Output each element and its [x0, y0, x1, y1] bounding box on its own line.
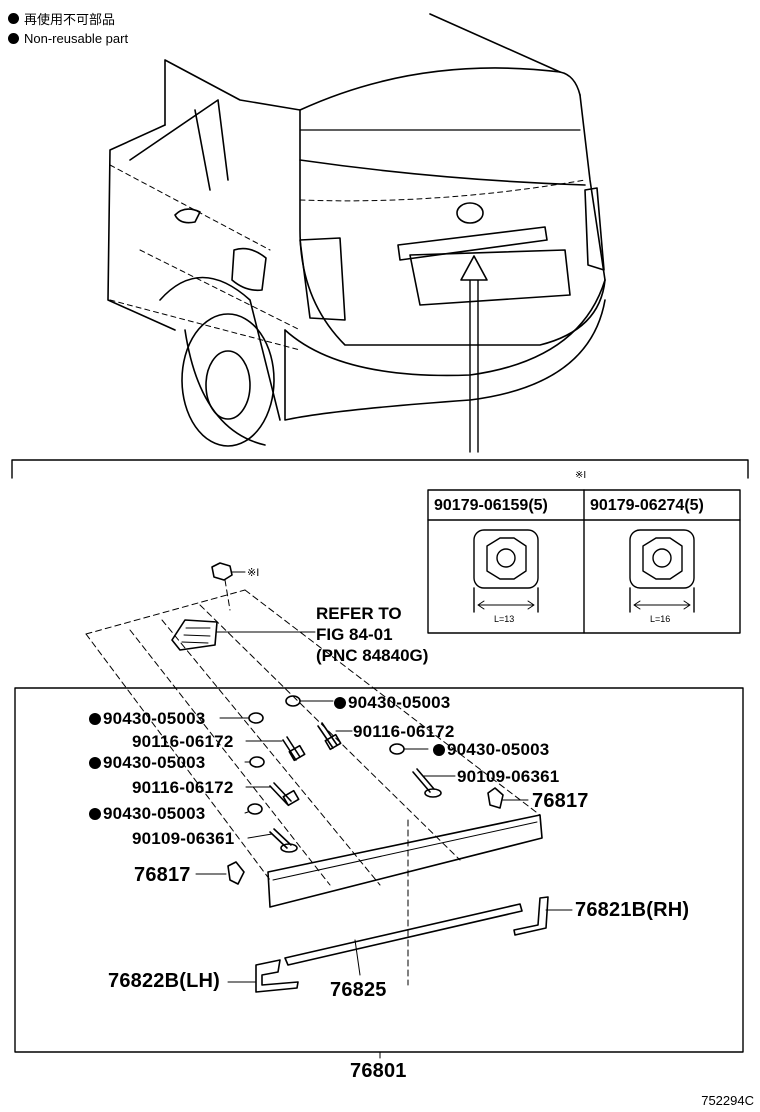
assembly-box — [14, 687, 744, 1053]
part-label-90116-06172[interactable]: 90116-06172 — [132, 732, 234, 751]
part-label-76801[interactable]: 76801 — [350, 1060, 407, 1082]
washer-icon — [389, 743, 429, 755]
legend-text-en: Non-reusable part — [24, 31, 129, 46]
molding-strip — [284, 903, 523, 966]
hex-nut-icon — [473, 529, 539, 613]
part-label-90430-05003[interactable]: 90430-05003 — [89, 805, 205, 822]
section-bracket — [11, 459, 749, 479]
note-marker-clip: ※I — [247, 567, 260, 579]
note-marker: ※I — [575, 470, 587, 481]
part-label-90430-05003[interactable]: 90430-05003 — [89, 754, 205, 771]
bolt-icon — [317, 722, 353, 751]
license-lamp-icon — [171, 619, 316, 651]
non-reusable-bullet-icon — [334, 697, 346, 709]
washer-icon — [219, 712, 264, 724]
nut-table-header-1[interactable]: 90179-06159(5) — [434, 497, 548, 514]
bolt-icon — [245, 782, 300, 807]
nut-table — [427, 489, 741, 634]
part-label-76817[interactable]: 76817 — [134, 864, 191, 886]
bullet-icon — [8, 33, 19, 44]
figure-code: 752294C — [701, 1093, 754, 1108]
part-label-90116-06172[interactable]: 90116-06172 — [353, 722, 455, 741]
refer-line-1: REFER TO — [316, 604, 402, 623]
clip-icon — [195, 861, 245, 885]
clip-icon — [487, 787, 529, 809]
part-label-90109-06361[interactable]: 90109-06361 — [132, 829, 235, 848]
refer-line-3: (PNC 84840G) — [316, 646, 429, 665]
non-reusable-bullet-icon — [89, 757, 101, 769]
refer-note[interactable]: REFER TO FIG 84-01 (PNC 84840G) — [316, 603, 428, 666]
legend-text-jp: 再使用不可部品 — [24, 12, 116, 27]
part-label-76817[interactable]: 76817 — [532, 790, 589, 812]
end-piece-lh — [255, 959, 299, 993]
end-piece-rh — [513, 896, 549, 936]
bullet-icon — [8, 13, 19, 24]
screw-icon — [412, 768, 456, 798]
nut-clip-icon — [211, 562, 246, 581]
part-label-76821b-rh[interactable]: 76821B(RH) — [575, 899, 690, 921]
non-reusable-bullet-icon — [433, 744, 445, 756]
nut-table-header-2[interactable]: 90179-06274(5) — [590, 497, 704, 514]
part-label-90430-05003[interactable]: 90430-05003 — [433, 741, 549, 758]
vehicle-illustration — [107, 13, 606, 447]
part-label-76825[interactable]: 76825 — [330, 979, 387, 1001]
location-arrow — [460, 255, 488, 453]
part-label-90430-05003[interactable]: 90430-05003 — [334, 694, 450, 711]
bolt-icon — [245, 736, 306, 762]
nut-dimension-2: L=16 — [650, 614, 671, 624]
part-label-90430-05003[interactable]: 90430-05003 — [89, 710, 205, 727]
part-label-76822b-lh[interactable]: 76822B(LH) — [108, 970, 221, 992]
legend-non-reusable-jp: 再使用不可部品 — [8, 9, 115, 28]
washer-icon — [244, 756, 265, 768]
refer-line-2: FIG 84-01 — [316, 625, 393, 644]
legend-non-reusable-en: Non-reusable part — [8, 31, 128, 46]
part-label-90109-06361[interactable]: 90109-06361 — [457, 767, 560, 786]
garnish-panel — [267, 814, 543, 908]
non-reusable-bullet-icon — [89, 713, 101, 725]
hex-nut-icon — [629, 529, 695, 613]
washer-icon — [285, 695, 334, 707]
screw-icon — [247, 828, 298, 853]
nut-dimension-1: L=13 — [494, 614, 515, 624]
part-label-90116-06172[interactable]: 90116-06172 — [132, 778, 234, 797]
non-reusable-bullet-icon — [89, 808, 101, 820]
washer-icon — [244, 803, 263, 815]
